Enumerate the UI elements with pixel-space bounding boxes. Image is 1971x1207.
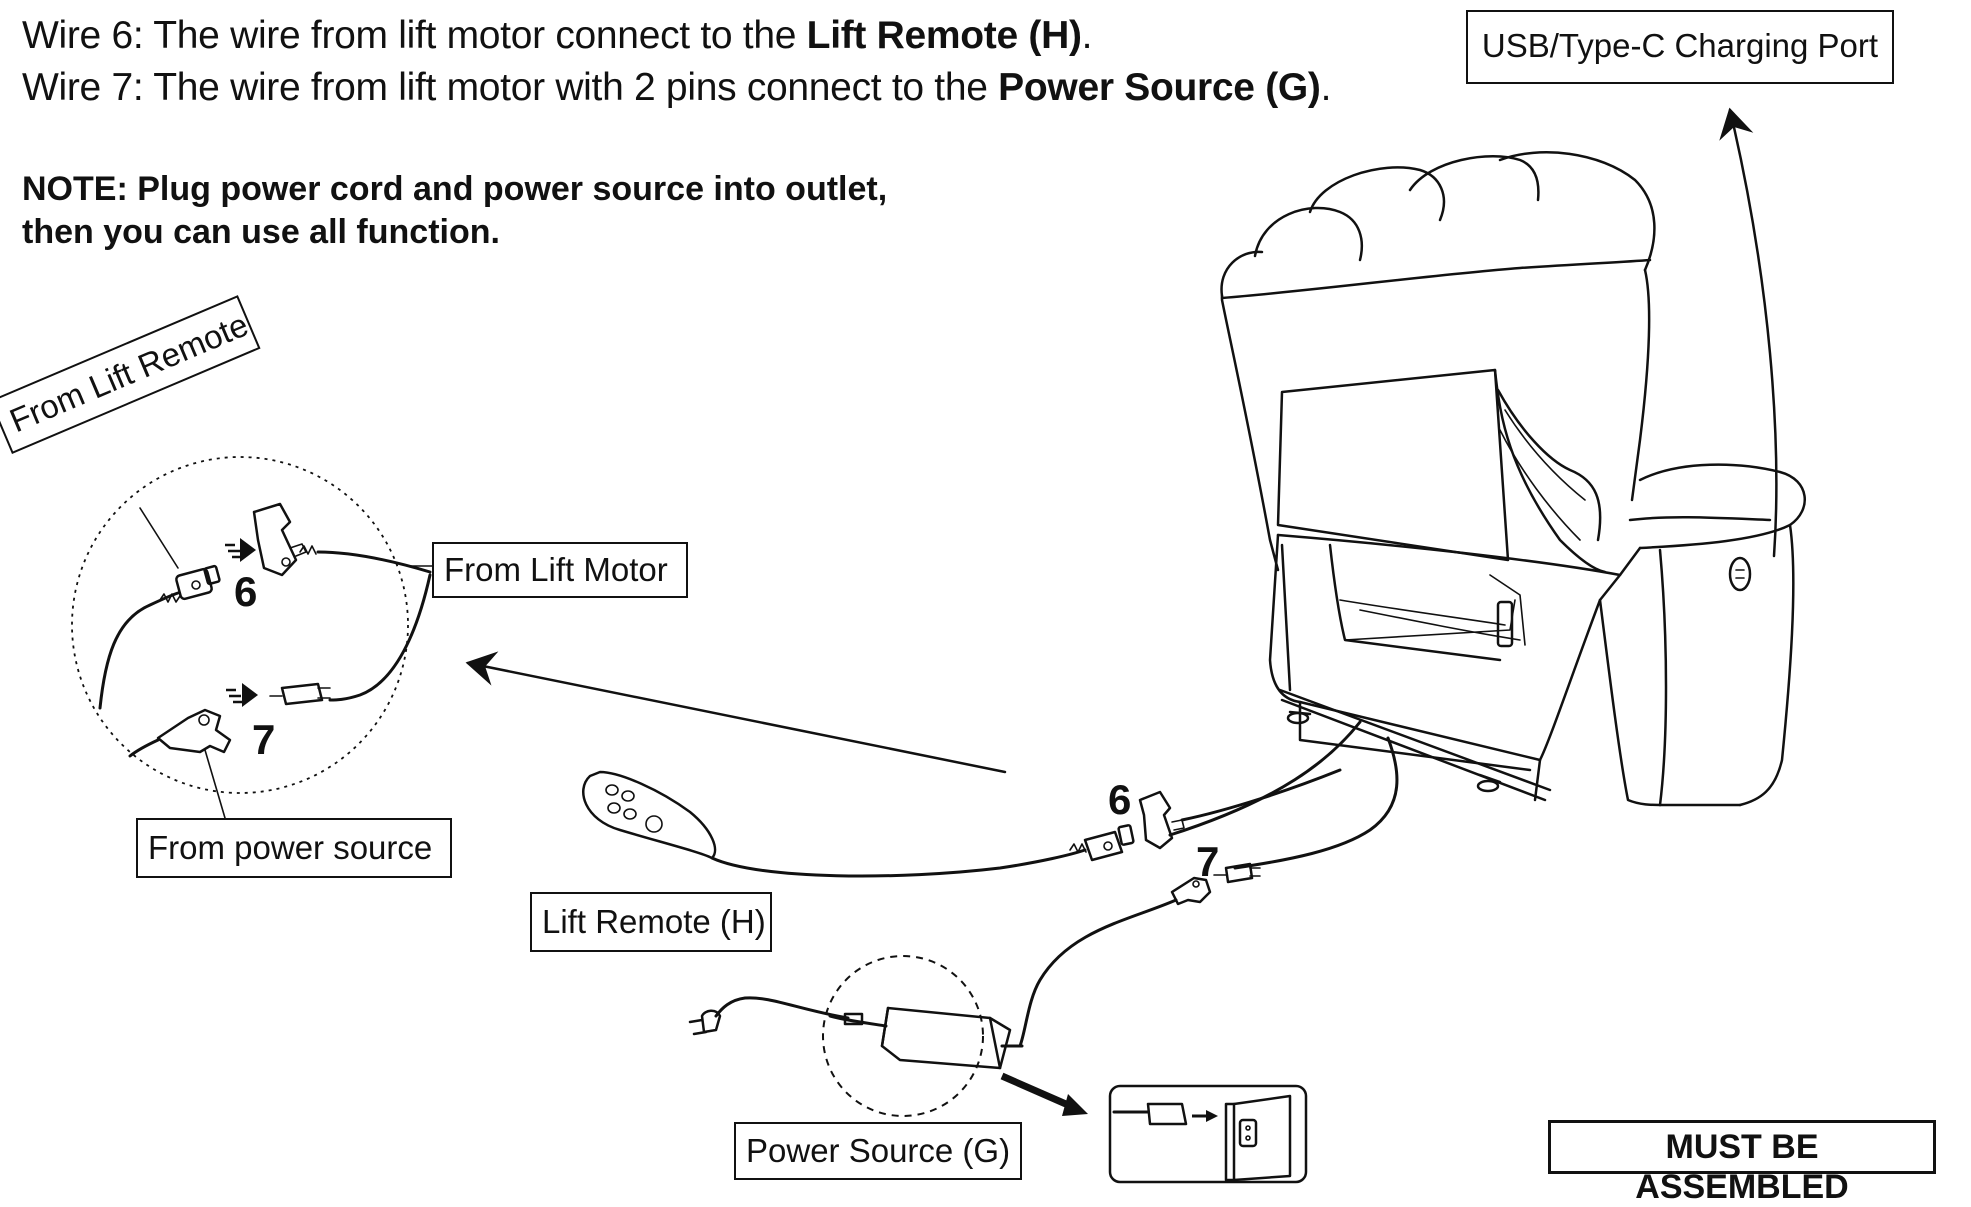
note-line-1: NOTE: Plug power cord and power source i… — [22, 170, 888, 208]
note-line-2: then you can use all function. — [22, 213, 500, 251]
wire7-text: Wire 7: The wire from lift motor with 2 … — [22, 66, 999, 109]
wire7-number-chair: 7 — [1196, 838, 1220, 885]
must-be-assembled-badge: MUST BE ASSEMBLED — [1548, 1120, 1936, 1206]
from-lift-motor-label: From Lift Motor — [432, 542, 688, 598]
outlet-inset — [1108, 1084, 1308, 1184]
from-power-source-label: From power source — [136, 818, 452, 878]
wire7-number-detail: 7 — [252, 716, 276, 763]
power-detail-circle — [822, 955, 984, 1117]
chair-connectors — [1018, 768, 1342, 1048]
power-source-device — [688, 955, 1088, 1117]
connector-detail — [71, 456, 434, 819]
lift-chair — [1168, 151, 1806, 870]
wire7-target: Power Source (G) — [998, 66, 1321, 109]
detail-circle — [71, 456, 409, 794]
usb-pointer-arrow — [1719, 107, 1778, 558]
wire6-number-detail: 6 — [234, 568, 258, 615]
wire6-number-chair: 6 — [1108, 776, 1132, 823]
wire6-text: Wire 6: The wire from lift motor connect… — [22, 14, 807, 57]
wire6-instruction: Wire 6: The wire from lift motor connect… — [22, 14, 1092, 58]
lift-remote-device — [582, 770, 1087, 878]
wire7-instruction: Wire 7: The wire from lift motor with 2 … — [22, 66, 1331, 110]
detail-pointer-arrow — [465, 651, 1007, 774]
power-source-g-label: Power Source (G) — [734, 1122, 1022, 1180]
lift-remote-h-label: Lift Remote (H) — [530, 892, 772, 952]
usb-charging-port-label: USB/Type-C Charging Port — [1466, 10, 1894, 84]
wire6-period: . — [1081, 14, 1093, 57]
wire7-period: . — [1320, 66, 1332, 109]
wire6-target: Lift Remote (H) — [806, 14, 1082, 57]
